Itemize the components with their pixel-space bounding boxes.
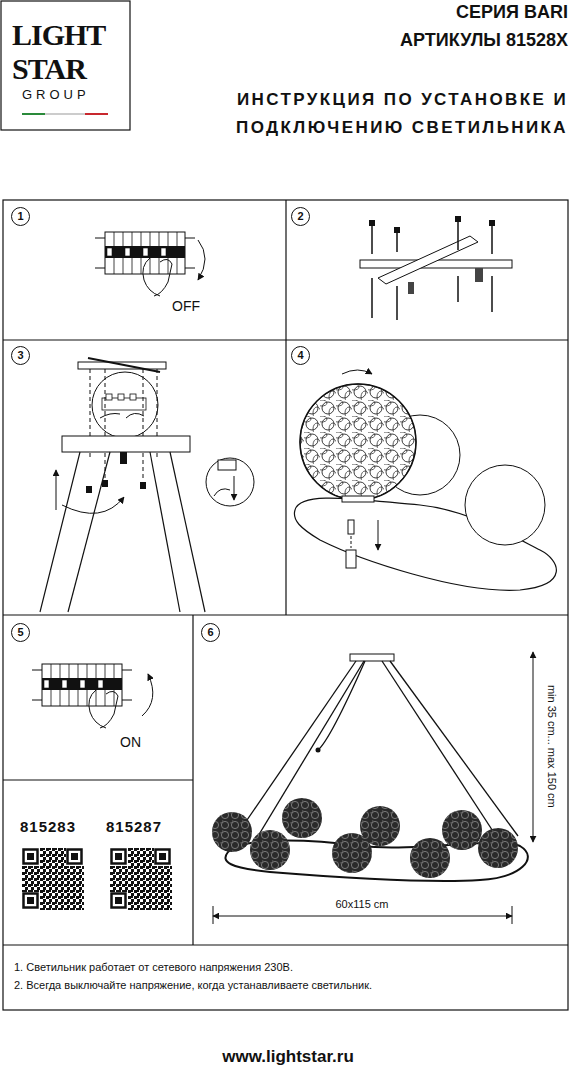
step-number-text: 3 bbox=[17, 350, 23, 361]
document-title: ИНСТРУКЦИЯ ПО УСТАНОВКЕ И ПОДКЛЮЧЕНИЮ СВ… bbox=[178, 86, 568, 142]
width-dimension: 60x115 cm bbox=[336, 898, 389, 911]
note: 2. Всегда выключайте напряжение, когда у… bbox=[14, 979, 372, 992]
step-number-text: 2 bbox=[297, 211, 303, 222]
step-number: 1 bbox=[11, 207, 30, 226]
step-number-text: 6 bbox=[207, 627, 213, 638]
step-number-text: 5 bbox=[17, 627, 23, 638]
step-number: 3 bbox=[11, 346, 30, 365]
step-number: 4 bbox=[291, 346, 310, 365]
logo-word: LIGHT bbox=[12, 18, 105, 53]
article-number: 815283 bbox=[20, 818, 76, 835]
series-name: СЕРИЯ BARI bbox=[456, 2, 568, 23]
step-number: 5 bbox=[11, 623, 30, 642]
switch-state: ON bbox=[120, 734, 141, 750]
logo-word: STAR bbox=[12, 52, 86, 87]
switch-state: OFF bbox=[172, 298, 200, 314]
step-number-text: 4 bbox=[297, 350, 303, 361]
note: 1. Светильник работает от сетевого напря… bbox=[14, 961, 293, 974]
website: www.lightstar.ru bbox=[222, 1047, 354, 1067]
step-number: 2 bbox=[291, 207, 310, 226]
logo-word: GROUP bbox=[22, 88, 90, 103]
step-number-text: 1 bbox=[17, 211, 23, 222]
height-dimension: min 35 cm... max 150 cm bbox=[545, 683, 558, 810]
step-number: 6 bbox=[201, 623, 220, 642]
article-range: АРТИКУЛЫ 81528X bbox=[400, 30, 568, 51]
article-number: 815287 bbox=[106, 818, 162, 835]
